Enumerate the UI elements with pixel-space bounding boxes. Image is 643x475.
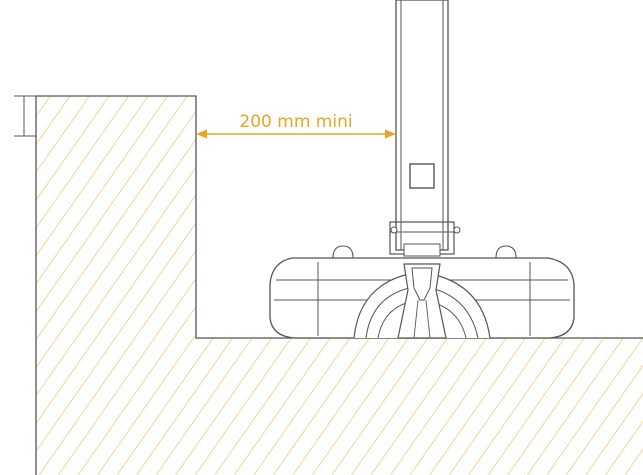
arrowhead-left <box>196 129 207 139</box>
post <box>389 0 461 257</box>
hatched-ground <box>36 96 643 475</box>
height-marker <box>14 95 36 137</box>
ballast-base <box>269 245 575 339</box>
post-square-hole <box>409 163 435 189</box>
arrowhead-right <box>385 129 396 139</box>
bolt-head-left <box>332 245 354 259</box>
clearance-dimension: 200 mm mini <box>196 112 396 139</box>
bolt-head-right <box>495 245 517 259</box>
dimension-label: 200 mm mini <box>239 112 352 132</box>
